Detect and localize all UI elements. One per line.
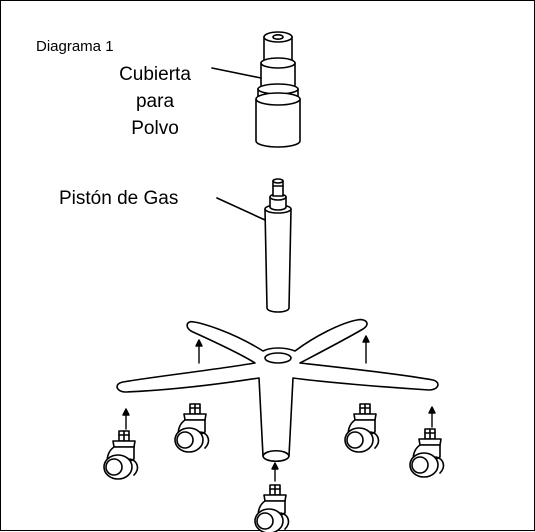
dust-cover-leader-line (212, 68, 261, 78)
caster-wheel-1 (103, 430, 139, 480)
dust-cover-label-line-3: Polvo (131, 118, 179, 139)
gas-piston-leader-line (217, 198, 265, 220)
caster-wheel-4 (409, 428, 445, 478)
gas-piston-part (265, 179, 291, 312)
dust-cover-part (256, 32, 300, 147)
caster-wheel-5 (254, 484, 290, 532)
dust-cover-label-line-2: para (135, 91, 175, 112)
diagram-title: Diagrama 1 (36, 38, 114, 55)
caster-wheel-3 (344, 403, 380, 453)
dust-cover-label: Cubierta para Polvo (86, 61, 224, 142)
dust-cover-label-line-1: Cubierta (119, 64, 191, 85)
caster-wheel-2 (174, 403, 210, 453)
assembly-arrows (123, 336, 435, 481)
five-star-base (117, 320, 438, 462)
gas-piston-label: Pistón de Gas (59, 188, 179, 209)
